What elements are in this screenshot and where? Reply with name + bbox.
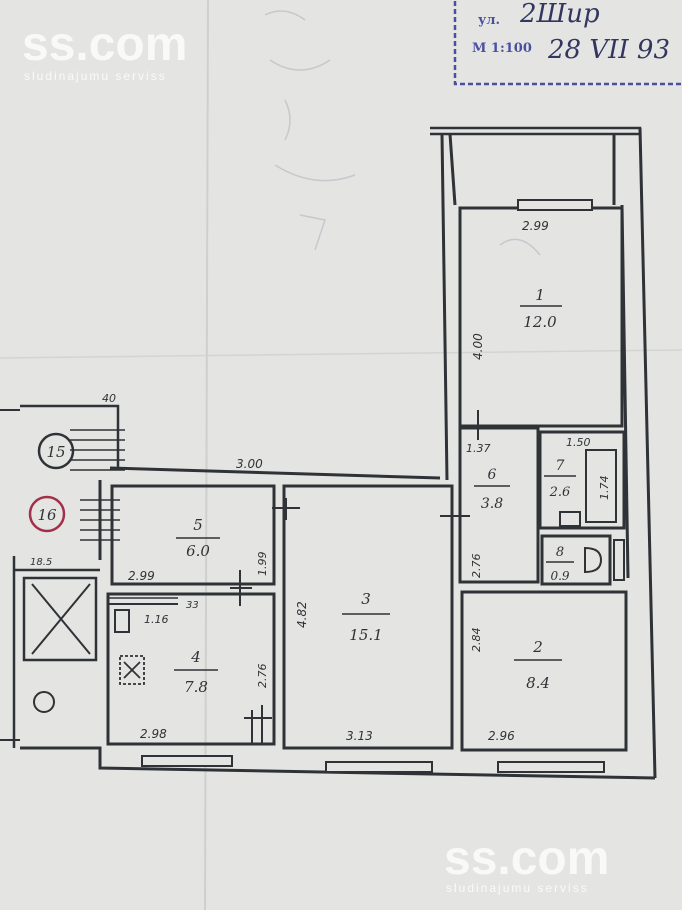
room-8-number: 8 <box>556 545 564 560</box>
balcony-rail <box>430 126 642 136</box>
washbasin <box>559 511 581 527</box>
lift-cross <box>31 583 91 655</box>
stamp-street-prefix: ул. <box>478 13 500 28</box>
stair-label-16: 16 <box>37 506 57 524</box>
room-6-number: 6 <box>488 467 497 483</box>
toilet-bowl <box>584 546 603 574</box>
dim-room-5-width: 2.99 <box>128 569 155 583</box>
room-6-area: 3.8 <box>481 496 503 512</box>
dim-room-4-small: 33 <box>186 600 199 611</box>
stair-label-15: 15 <box>46 443 65 461</box>
room-7-number: 7 <box>556 458 565 474</box>
room-5-area: 6.0 <box>186 542 210 560</box>
room-4-walls <box>106 592 276 746</box>
corridor-wall-top <box>109 466 441 480</box>
window-room-1 <box>517 199 593 211</box>
room-3-walls <box>282 484 454 750</box>
room-2-area: 8.4 <box>526 674 550 692</box>
watermark-tagline: sludinajumu serviss <box>24 69 167 83</box>
dim-room-2-height: 2.84 <box>470 628 483 653</box>
plan-walls <box>0 126 657 780</box>
dim-room-7-length: 1.74 <box>598 476 611 501</box>
room-6-walls <box>458 426 540 584</box>
room-7-walls <box>538 430 626 530</box>
stair-wall <box>20 404 120 468</box>
doors <box>230 410 486 744</box>
dim-room-6-width: 1.37 <box>466 442 491 455</box>
dim-room-3-width: 3.13 <box>346 729 373 743</box>
lift-shaft <box>22 576 98 662</box>
room-2-walls <box>460 590 628 752</box>
room-1-area: 12.0 <box>523 313 557 331</box>
dim-room-1-length: 4.00 <box>471 333 485 360</box>
window-room-3 <box>325 761 433 773</box>
dim-top-left: 40 <box>102 392 116 405</box>
dim-stair: 18.5 <box>30 557 52 568</box>
dim-room-4-niche: 1.16 <box>144 613 169 626</box>
pencil-scribbles <box>264 10 541 256</box>
dim-room-3-height: 4.82 <box>295 601 309 628</box>
outer-wall-right <box>638 127 657 779</box>
room-3-number: 3 <box>361 590 371 608</box>
stamp-street-handwritten: 2Шир <box>519 0 600 29</box>
room-3-area: 15.1 <box>349 626 382 644</box>
stamp-border <box>453 0 682 86</box>
outer-wall-left-upper <box>440 133 449 481</box>
bathtub <box>585 449 617 523</box>
watermark-brand: ss.com <box>22 18 187 71</box>
dimensions: 40 18.5 3.00 2.99 4.00 2.99 1.99 1.16 33… <box>30 219 611 743</box>
dim-room-6-height: 2.76 <box>470 554 483 579</box>
watermark-bottom: ss.com sludinajumu serviss <box>444 832 609 895</box>
room-8-walls <box>540 534 612 586</box>
paper-fold-line <box>204 0 209 910</box>
stamp-scale: M 1:100 <box>472 41 532 56</box>
watermark-top: ss.com sludinajumu serviss <box>22 18 187 83</box>
stove-icon <box>119 655 145 685</box>
balcony-side <box>448 133 457 206</box>
stair-circle-15 <box>37 432 75 470</box>
dim-room-2-width: 2.96 <box>488 729 515 743</box>
registration-stamp: ул. 2Шир M 1:100 28 VII 93 <box>453 0 682 86</box>
room-1-number: 1 <box>535 286 545 304</box>
stair-steps <box>70 429 125 541</box>
stair-markers: 15 16 <box>28 432 75 713</box>
room-8-area: 0.9 <box>550 569 569 583</box>
room-4-area: 7.8 <box>184 678 208 696</box>
dim-room-7-width: 1.50 <box>566 436 591 449</box>
stair-landing-walls <box>12 556 100 748</box>
stair-circle-16 <box>28 495 66 533</box>
dim-corridor-top: 3.00 <box>236 457 263 471</box>
room-5-number: 5 <box>193 516 203 534</box>
stair-pipe-circle <box>33 691 55 713</box>
stair-landing-walls <box>0 409 20 741</box>
watermark-tagline: sludinajumu serviss <box>446 881 589 895</box>
dim-room-4-width: 2.98 <box>140 727 167 741</box>
stamp-date: 28 VII 93 <box>547 35 670 65</box>
dim-room-4-height: 2.76 <box>256 664 269 689</box>
room-labels: 1 12.0 2 8.4 3 15.1 4 7.8 5 6.0 6 3.8 7 … <box>174 286 576 696</box>
dim-room-5-height: 1.99 <box>256 552 269 577</box>
room-2-number: 2 <box>532 638 543 656</box>
watermark-brand: ss.com <box>444 832 609 885</box>
room-4-number: 4 <box>190 648 201 666</box>
room-4-shaft <box>114 609 130 633</box>
window-room-4 <box>141 755 233 767</box>
dim-room-1-width: 2.99 <box>522 219 549 233</box>
windows <box>141 199 605 773</box>
window-room-2 <box>497 761 605 773</box>
paper-fold-line <box>0 349 682 359</box>
room-5-walls <box>110 484 276 586</box>
room-7-area: 2.6 <box>549 485 571 500</box>
toilet-cistern <box>613 539 625 581</box>
